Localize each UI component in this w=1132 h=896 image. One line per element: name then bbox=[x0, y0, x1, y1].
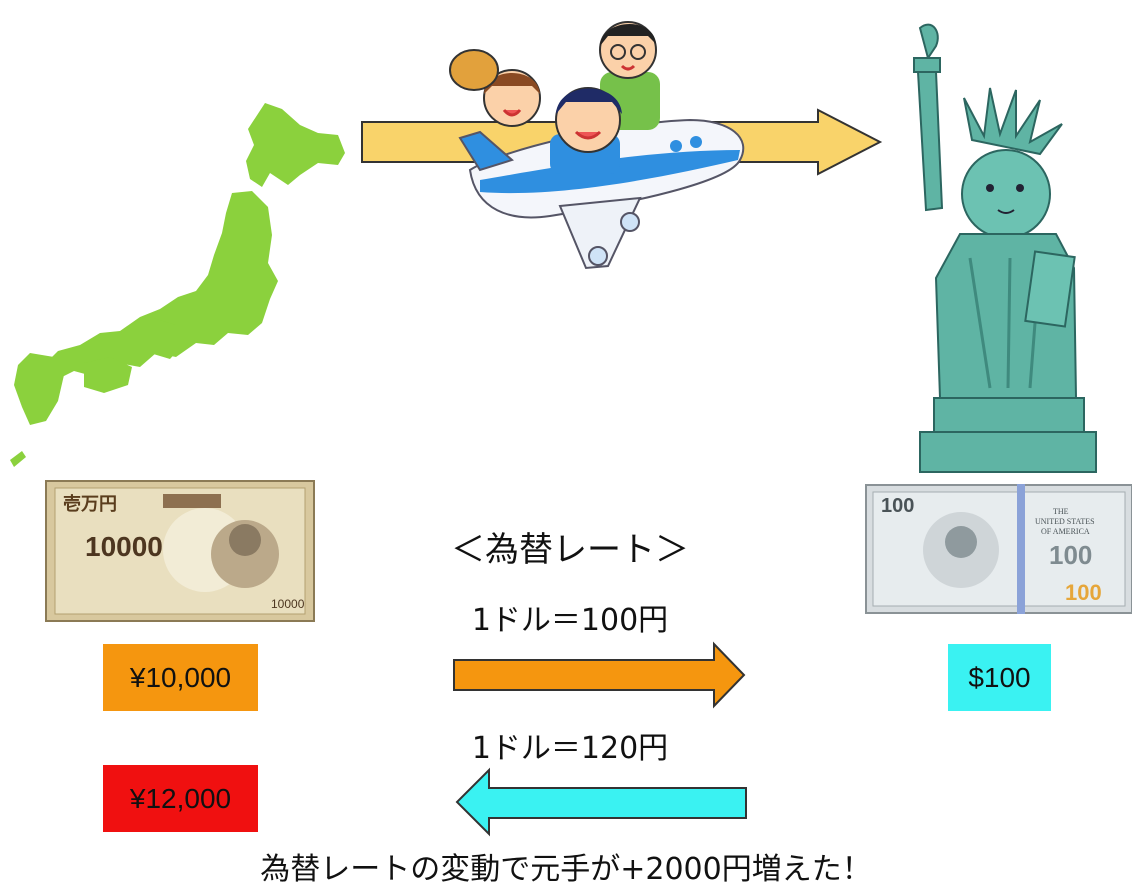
dollar-note-corner-number: 100 bbox=[881, 495, 914, 517]
dollar-note-center-number: 100 bbox=[1049, 540, 1092, 570]
yen-amount-before: ¥10,000 bbox=[103, 644, 258, 711]
honshu-shape bbox=[44, 191, 278, 379]
exchange-arrow-dollar-to-yen bbox=[455, 767, 747, 837]
hokkaido-shape bbox=[246, 103, 345, 187]
child-face bbox=[555, 87, 621, 153]
dollar-banknote: 100 THE UNITED STATES OF AMERICA 100 100 bbox=[865, 484, 1132, 614]
statue-of-liberty-illustration bbox=[913, 23, 1097, 473]
okinawa-shape bbox=[10, 451, 26, 467]
yen-note-kanji: 壱万円 bbox=[63, 493, 117, 514]
exchange-rate-title: ＜為替レート＞ bbox=[451, 530, 689, 570]
dollar-note-line3: OF AMERICA bbox=[1041, 527, 1090, 536]
statue-face bbox=[961, 149, 1051, 239]
family-airplane-illustration bbox=[449, 21, 745, 270]
exchange-arrow-yen-to-dollar bbox=[453, 641, 746, 709]
usd-amount: $100 bbox=[948, 644, 1051, 711]
yen-banknote: 壱万円 10000 10000 bbox=[45, 480, 315, 622]
kinki-shape bbox=[138, 317, 186, 359]
result-caption: 為替レートの変動で元手が+2000円増えた！ bbox=[260, 852, 872, 887]
japan-map-illustration bbox=[10, 103, 345, 467]
kyushu-shape bbox=[14, 353, 64, 425]
dollar-note-line2: UNITED STATES bbox=[1035, 517, 1095, 526]
yen-amount-after: ¥12,000 bbox=[103, 765, 258, 832]
dollar-note-gold-number: 100 bbox=[1065, 580, 1102, 605]
yen-note-corner: 10000 bbox=[271, 597, 305, 611]
exchange-rate-before: 1ドル＝100円 bbox=[471, 603, 669, 638]
shikoku-shape bbox=[84, 357, 132, 393]
yen-note-number: 10000 bbox=[85, 531, 163, 562]
exchange-rate-after: 1ドル＝120円 bbox=[471, 731, 669, 766]
dollar-note-line1: THE bbox=[1053, 507, 1069, 516]
